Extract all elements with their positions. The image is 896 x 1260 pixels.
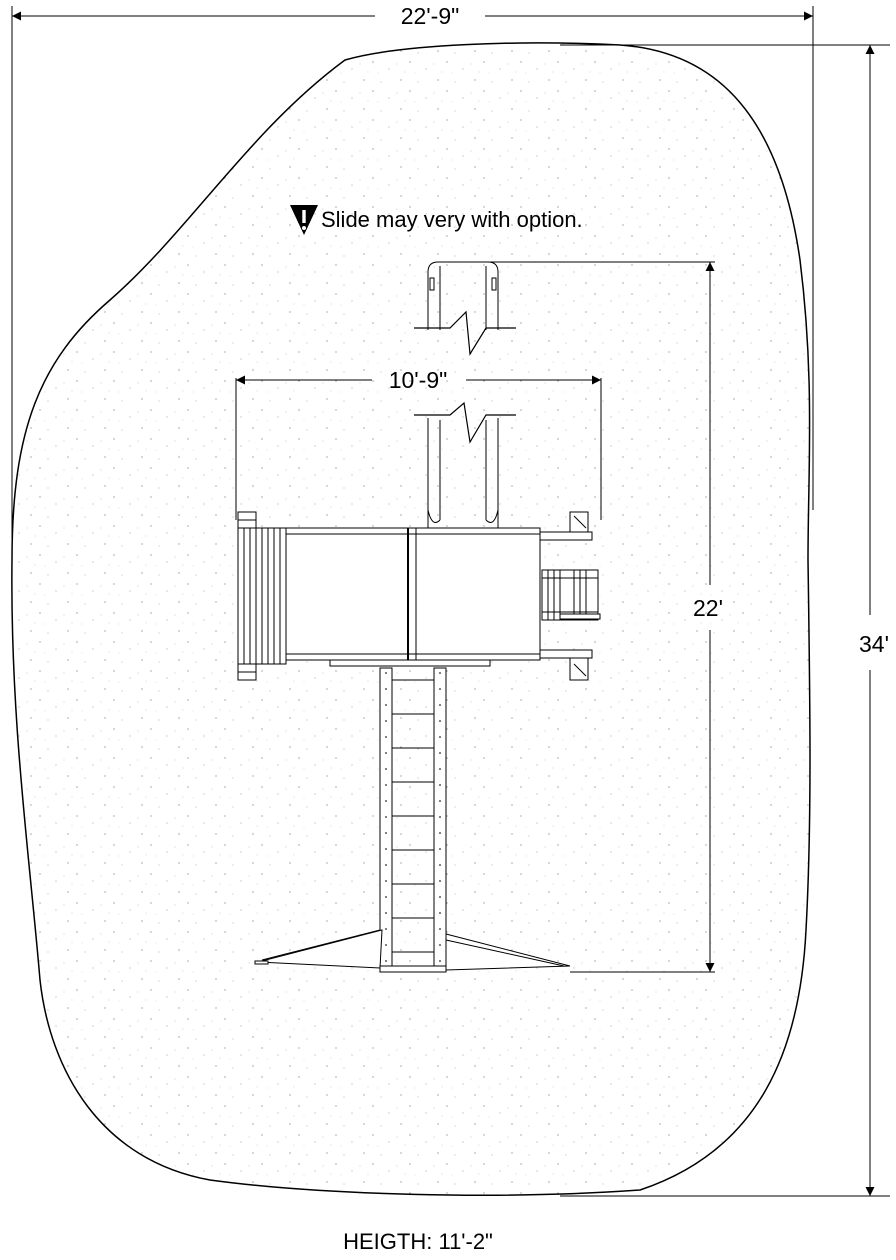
slide-warning-note: Slide may very with option. [290, 205, 583, 235]
warning-text: Slide may very with option. [321, 207, 583, 232]
overall-length-dimension: 34' [560, 44, 890, 1197]
right-side-rails [539, 511, 601, 681]
overall-length-label: 34' [859, 631, 889, 657]
a-frame-legs [254, 929, 571, 973]
slide [414, 261, 516, 528]
platform-deck [285, 527, 541, 667]
height-footer-label: HEIGTH: 11'-2" [343, 1229, 493, 1254]
overall-width-dimension: 22'-9" [11, 3, 814, 560]
structure-length-label: 22' [693, 595, 723, 621]
left-wall-panel [237, 511, 287, 681]
overall-width-label: 22'-9" [401, 3, 460, 29]
warning-icon [290, 205, 318, 235]
structure-length-dimension: 22' [490, 261, 723, 973]
swing-beam [379, 667, 447, 971]
platform-width-dimension: 10'-9" [235, 367, 602, 520]
platform-width-label: 10'-9" [389, 367, 448, 393]
